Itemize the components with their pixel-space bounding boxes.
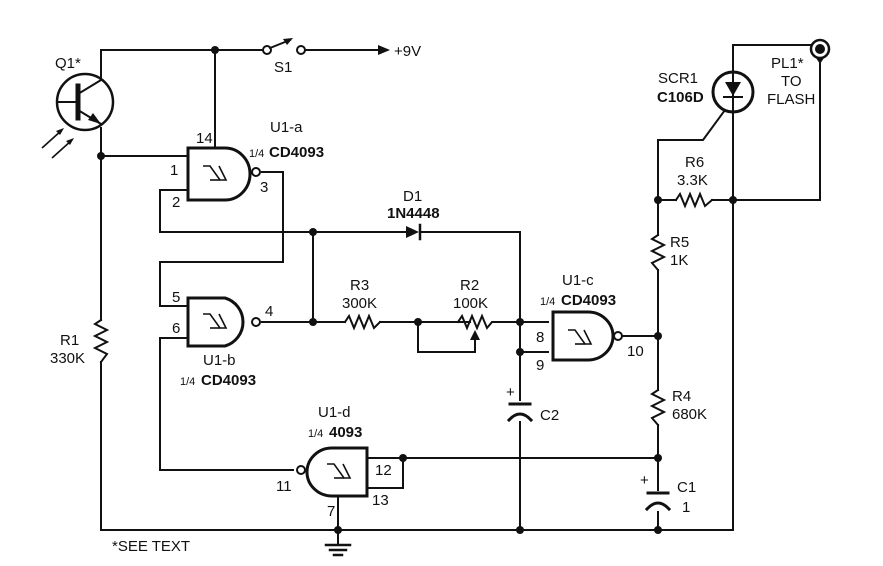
u1a-pin14: 14 xyxy=(196,130,213,147)
supply-label: +9V xyxy=(394,43,421,60)
u1c-frac: 1/4 xyxy=(540,296,555,308)
q1-label: Q1* xyxy=(55,55,81,72)
u1c-pin10: 10 xyxy=(627,343,644,360)
resistor-r1 xyxy=(92,318,110,364)
c1-ref: C1 xyxy=(677,479,696,496)
u1d-pin12: 12 xyxy=(375,462,392,479)
phototransistor-q1 xyxy=(41,72,115,159)
r6-value: 3.3K xyxy=(677,172,708,189)
r5-value: 1K xyxy=(670,252,688,269)
u1d-pin7: 7 xyxy=(327,503,335,520)
capacitor-c2 xyxy=(506,402,534,423)
resistor-r4 xyxy=(649,388,667,427)
scr1-part: C106D xyxy=(657,89,704,106)
resistor-r5 xyxy=(649,233,667,272)
u1a-ref: U1-a xyxy=(270,119,303,136)
u1c-part: CD4093 xyxy=(561,292,616,309)
u1a-pin2: 2 xyxy=(172,194,180,211)
u1d-ref: U1-d xyxy=(318,404,351,421)
r3-ref: R3 xyxy=(350,277,369,294)
d1-part: 1N4448 xyxy=(387,205,440,222)
u1a-frac: 1/4 xyxy=(249,148,264,160)
r3-value: 300K xyxy=(342,295,377,312)
r5-ref: R5 xyxy=(670,234,689,251)
gate-u1b xyxy=(186,296,261,348)
r2-ref: R2 xyxy=(460,277,479,294)
r4-value: 680K xyxy=(672,406,707,423)
resistor-r6 xyxy=(674,191,714,209)
pl1-ref: PL1* xyxy=(771,55,804,72)
supply-arrow-icon xyxy=(378,45,390,55)
u1d-pin11: 11 xyxy=(276,478,292,495)
potentiometer-r2 xyxy=(456,313,501,340)
switch-s1 xyxy=(262,38,306,55)
r1-value: 330K xyxy=(50,350,85,367)
u1d-part: 4093 xyxy=(329,424,362,441)
gate-u1d xyxy=(296,446,369,498)
gate-u1c xyxy=(551,310,623,362)
capacitor-c1 xyxy=(644,491,672,512)
gate-u1a xyxy=(186,146,261,202)
s1-label: S1 xyxy=(274,59,292,76)
u1b-pin6: 6 xyxy=(172,320,180,337)
ground-icon xyxy=(324,543,352,557)
u1b-frac: 1/4 xyxy=(180,376,195,388)
c2-polarity: + xyxy=(506,384,515,401)
d1-ref: D1 xyxy=(403,188,422,205)
pl1-line2: FLASH xyxy=(767,91,815,108)
junction-dots xyxy=(97,46,737,534)
u1d-pin13: 13 xyxy=(372,492,389,509)
footnote: *SEE TEXT xyxy=(112,538,190,555)
u1c-ref: U1-c xyxy=(562,272,594,289)
r1-ref: R1 xyxy=(60,332,79,349)
c2-ref: C2 xyxy=(540,407,559,424)
r4-ref: R4 xyxy=(672,388,691,405)
r6-ref: R6 xyxy=(685,154,704,171)
u1b-part: CD4093 xyxy=(201,372,256,389)
u1a-pin1: 1 xyxy=(170,162,178,179)
wires xyxy=(100,44,821,546)
pl1-line1: TO xyxy=(781,73,802,90)
u1b-pin4: 4 xyxy=(265,303,273,320)
diode-d1 xyxy=(406,223,422,241)
c1-polarity: + xyxy=(640,472,649,489)
u1c-pin8: 8 xyxy=(536,329,544,346)
c1-value: 1 xyxy=(682,499,690,516)
u1a-part: CD4093 xyxy=(269,144,324,161)
u1b-pin5: 5 xyxy=(172,289,180,306)
u1a-pin3: 3 xyxy=(260,179,268,196)
u1b-ref: U1-b xyxy=(203,352,236,369)
resistor-r3 xyxy=(343,313,382,331)
r2-value: 100K xyxy=(453,295,488,312)
u1d-frac: 1/4 xyxy=(308,428,323,440)
u1c-pin9: 9 xyxy=(536,357,544,374)
scr1-ref: SCR1 xyxy=(658,70,698,87)
scr-scr1 xyxy=(711,70,755,114)
jack-pl1 xyxy=(809,38,831,64)
